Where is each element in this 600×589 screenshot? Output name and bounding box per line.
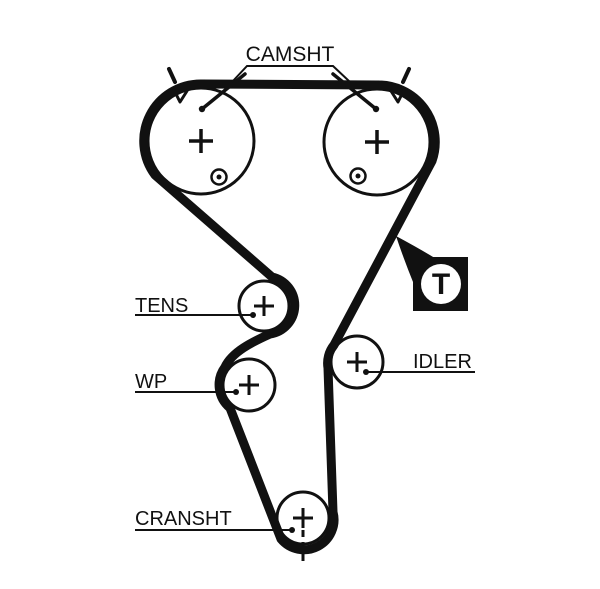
bolt-hole-cam-right	[349, 167, 367, 185]
leader-lines	[135, 312, 475, 533]
timing-mark-line-cam-left	[200, 72, 247, 111]
cross-mark-cam-left	[189, 129, 213, 153]
labels: CAMSHT TENS WP IDLER CRANSHT	[135, 43, 472, 530]
alignment-tick-right	[401, 67, 411, 84]
cross-mark-cam-right	[365, 130, 389, 154]
cross-mark-idler	[347, 352, 367, 372]
timing-belt	[139, 79, 440, 555]
cross-mark-water-pump	[239, 375, 259, 395]
tooth-marker-circle	[421, 264, 461, 304]
water-pump-label: WP	[135, 371, 167, 393]
bolt-hole-cam-left	[210, 168, 228, 186]
crankshaft-leader-dot	[289, 527, 295, 533]
belt-notch-right	[389, 88, 406, 104]
crankshaft-label: CRANSHT	[135, 508, 232, 530]
tensioner-leader-dot	[250, 312, 256, 318]
timing-mark-line-cam-right	[331, 72, 378, 111]
timing-mark-dot-cam-right	[372, 105, 380, 113]
cross-mark-crankshaft	[293, 508, 313, 528]
alignment-tick-left	[167, 67, 177, 84]
camshaft-label: CAMSHT	[246, 43, 335, 66]
pulleys	[146, 86, 432, 546]
idler-label: IDLER	[413, 351, 472, 373]
tooth-marker-letter: T	[432, 268, 450, 301]
tensioner-label: TENS	[135, 295, 188, 317]
idler-leader-dot	[363, 369, 369, 375]
belt-notch-left	[172, 88, 189, 104]
timing-mark-dot-cam-left	[198, 105, 206, 113]
camshaft-bracket	[231, 65, 351, 83]
cross-mark-tensioner	[254, 296, 274, 316]
timing-marks	[167, 67, 411, 113]
water-pump-leader-dot	[233, 389, 239, 395]
tooth-marker-icon: T	[396, 236, 468, 311]
